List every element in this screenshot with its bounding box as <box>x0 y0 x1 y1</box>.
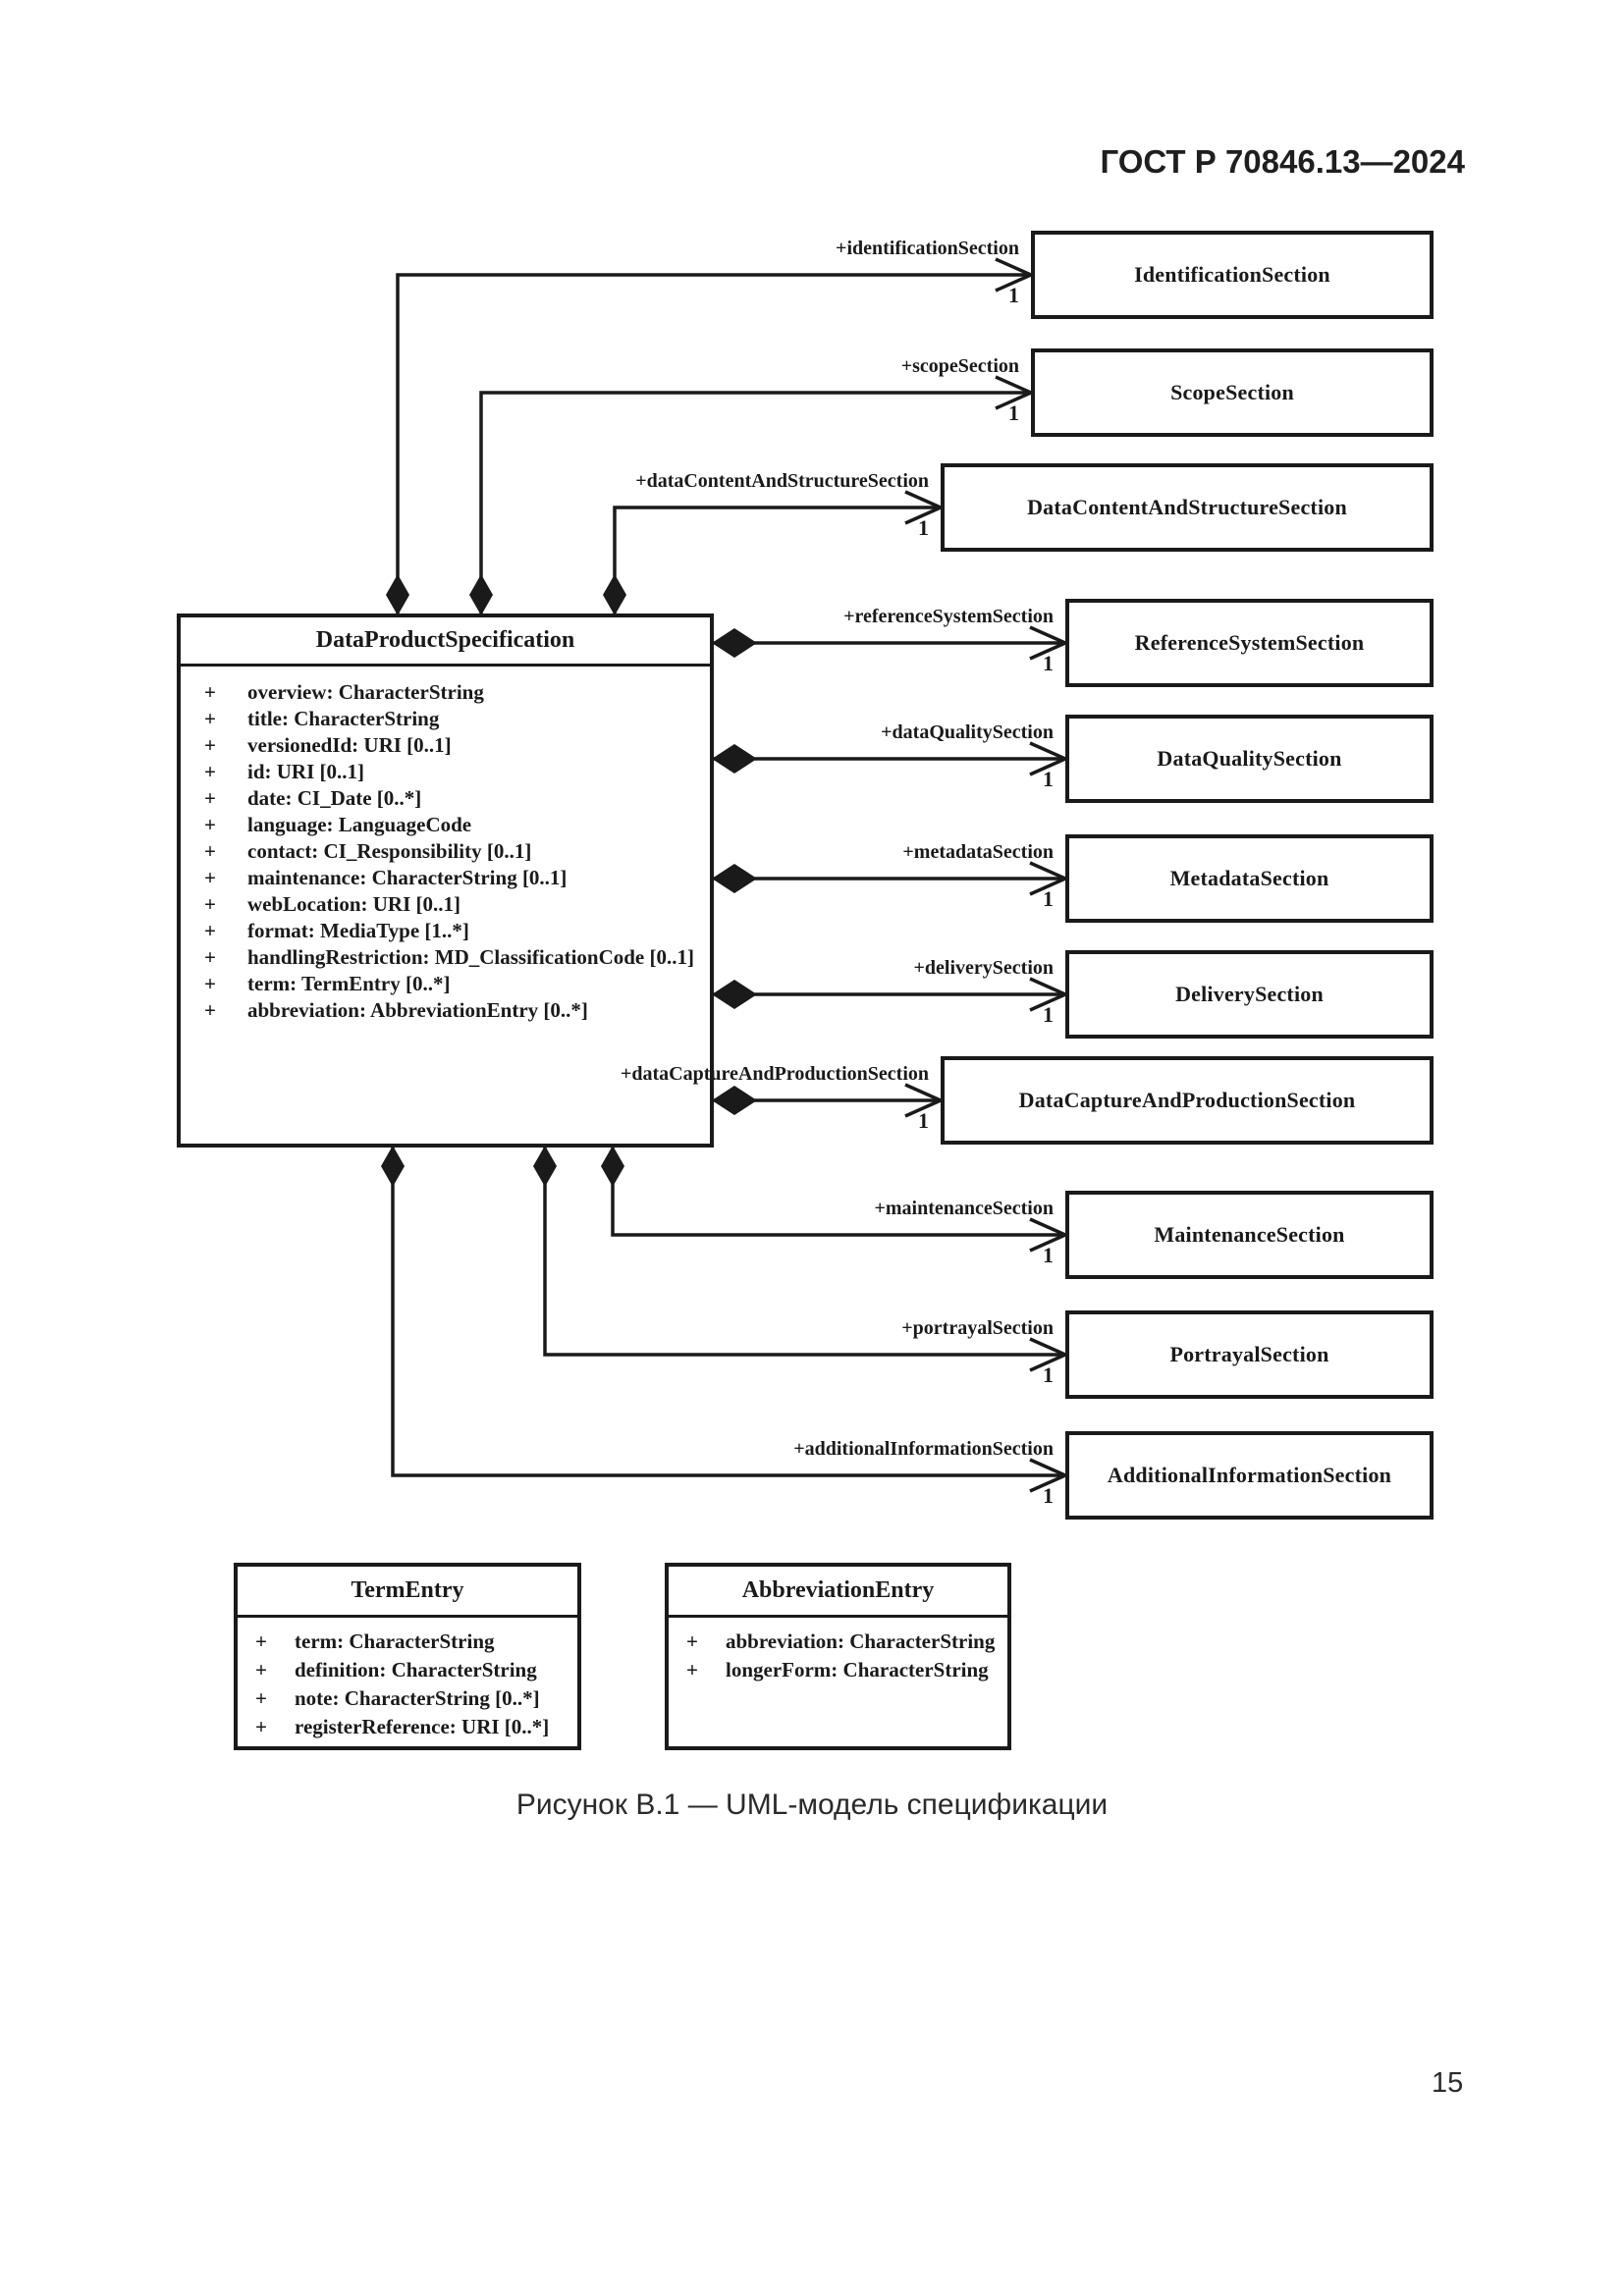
class-title: DataQualitySection <box>1157 746 1342 771</box>
class-data-product-specification: DataProductSpecification +overview: Char… <box>177 614 714 1148</box>
class-attribute-list: +term: CharacterString +definition: Char… <box>238 1618 577 1741</box>
connector-identification-section <box>396 273 1031 614</box>
class-attribute: +note: CharacterString [0..*] <box>255 1686 540 1710</box>
class-scope-section: ScopeSection <box>1031 348 1434 437</box>
class-title: MaintenanceSection <box>1154 1222 1345 1247</box>
role-label-identification: +identificationSection <box>836 238 1019 259</box>
class-attribute: +maintenance: CharacterString [0..1] <box>204 866 568 889</box>
multiplicity-label: 1 <box>1008 400 1019 425</box>
class-attribute: +id: URI [0..1] <box>204 760 364 783</box>
class-portrayal-section: PortrayalSection <box>1065 1310 1434 1399</box>
class-title-compartment: DataProductSpecification <box>181 617 710 667</box>
class-attribute: +handlingRestriction: MD_ClassificationC… <box>204 945 694 969</box>
role-label-data-capture: +dataCaptureAndProductionSection <box>620 1063 929 1085</box>
connector-data-content-section <box>613 506 941 614</box>
class-attribute: +overview: CharacterString <box>204 680 484 704</box>
role-label-delivery: +deliverySection <box>913 957 1054 979</box>
class-title: DataCaptureAndProductionSection <box>1018 1088 1356 1112</box>
class-title: MetadataSection <box>1169 866 1329 890</box>
role-label-additional-information: +additionalInformationSection <box>793 1438 1054 1460</box>
class-term-entry: TermEntry +term: CharacterString +defini… <box>234 1563 581 1750</box>
multiplicity-label: 1 <box>1043 767 1054 791</box>
class-title: PortrayalSection <box>1169 1342 1329 1366</box>
class-attribute: +definition: CharacterString <box>255 1658 537 1682</box>
composition-diamond-icon <box>469 574 493 615</box>
class-title: ReferenceSystemSection <box>1134 630 1365 655</box>
class-metadata-section: MetadataSection <box>1065 834 1434 923</box>
class-attribute: +longerForm: CharacterString <box>686 1658 989 1682</box>
composition-diamond-icon <box>712 744 757 774</box>
class-attribute: +term: TermEntry [0..*] <box>204 972 451 995</box>
composition-diamond-icon <box>712 980 757 1009</box>
class-attribute-list: +abbreviation: CharacterString +longerFo… <box>669 1618 1007 1684</box>
document-code-header: ГОСТ Р 70846.13—2024 <box>1100 143 1465 180</box>
figure-caption: Рисунок В.1 — UML-модель спецификации <box>515 1789 1109 1821</box>
role-label-maintenance: +maintenanceSection <box>874 1198 1055 1219</box>
composition-diamond-icon <box>381 1146 405 1187</box>
class-additional-information-section: AdditionalInformationSection <box>1065 1431 1434 1520</box>
class-delivery-section: DeliverySection <box>1065 950 1434 1039</box>
class-data-content-and-structure-section: DataContentAndStructureSection <box>941 463 1434 552</box>
class-reference-system-section: ReferenceSystemSection <box>1065 599 1434 687</box>
class-attribute: +registerReference: URI [0..*] <box>255 1715 550 1738</box>
class-title: AbbreviationEntry <box>741 1577 935 1603</box>
composition-diamond-icon <box>712 864 757 893</box>
class-maintenance-section: MaintenanceSection <box>1065 1191 1434 1279</box>
class-attribute: +webLocation: URI [0..1] <box>204 892 460 916</box>
class-title: DataProductSpecification <box>315 627 575 653</box>
connector-scope-section <box>479 391 1031 614</box>
role-label-data-quality: +dataQualitySection <box>881 721 1054 743</box>
class-identification-section: IdentificationSection <box>1031 231 1434 319</box>
class-attribute: +abbreviation: CharacterString <box>686 1629 996 1653</box>
multiplicity-label: 1 <box>918 1108 929 1133</box>
class-attribute: +language: LanguageCode <box>204 813 472 836</box>
class-title: AdditionalInformationSection <box>1107 1463 1392 1487</box>
composition-diamond-icon <box>533 1146 557 1187</box>
class-data-quality-section: DataQualitySection <box>1065 715 1434 803</box>
connector-portrayal-section <box>543 1148 1065 1357</box>
class-abbreviation-entry: AbbreviationEntry +abbreviation: Charact… <box>665 1563 1011 1750</box>
multiplicity-label: 1 <box>918 515 929 540</box>
class-attribute: +date: CI_Date [0..*] <box>204 786 422 810</box>
class-attribute: +versionedId: URI [0..1] <box>204 733 452 757</box>
multiplicity-label: 1 <box>1043 1483 1054 1508</box>
connector-additional-information-section <box>391 1148 1065 1477</box>
class-title: DeliverySection <box>1175 982 1324 1006</box>
multiplicity-label: 1 <box>1043 1002 1054 1027</box>
composition-diamond-icon <box>712 1086 757 1115</box>
role-label-portrayal: +portrayalSection <box>901 1317 1054 1339</box>
class-attribute: +abbreviation: AbbreviationEntry [0..*] <box>204 998 588 1022</box>
composition-diamond-icon <box>601 1146 624 1187</box>
composition-diamond-icon <box>603 574 626 615</box>
class-attribute: +title: CharacterString <box>204 707 440 730</box>
class-data-capture-and-production-section: DataCaptureAndProductionSection <box>941 1056 1434 1145</box>
composition-diamond-icon <box>386 574 409 615</box>
class-title-compartment: AbbreviationEntry <box>669 1567 1007 1618</box>
role-label-metadata: +metadataSection <box>902 841 1054 863</box>
role-label-data-content: +dataContentAndStructureSection <box>635 470 929 492</box>
class-title: IdentificationSection <box>1134 262 1330 287</box>
class-attribute: +contact: CI_Responsibility [0..1] <box>204 839 532 863</box>
multiplicity-label: 1 <box>1043 1243 1054 1267</box>
class-title: DataContentAndStructureSection <box>1027 495 1347 519</box>
class-title: TermEntry <box>351 1577 464 1603</box>
multiplicity-label: 1 <box>1008 283 1019 307</box>
class-title-compartment: TermEntry <box>238 1567 577 1618</box>
class-attribute: +term: CharacterString <box>255 1629 495 1653</box>
composition-diamond-icon <box>712 628 757 658</box>
class-attribute: +format: MediaType [1..*] <box>204 919 469 942</box>
role-label-scope: +scopeSection <box>900 355 1019 377</box>
role-label-reference-system: +referenceSystemSection <box>843 606 1054 627</box>
connector-maintenance-section <box>611 1148 1065 1237</box>
multiplicity-label: 1 <box>1043 1362 1054 1387</box>
multiplicity-label: 1 <box>1043 886 1054 911</box>
page-number: 15 <box>1432 2067 1464 2099</box>
class-attribute-list: +overview: CharacterString +title: Chara… <box>181 667 710 1024</box>
class-title: ScopeSection <box>1170 380 1294 404</box>
multiplicity-label: 1 <box>1043 651 1054 675</box>
